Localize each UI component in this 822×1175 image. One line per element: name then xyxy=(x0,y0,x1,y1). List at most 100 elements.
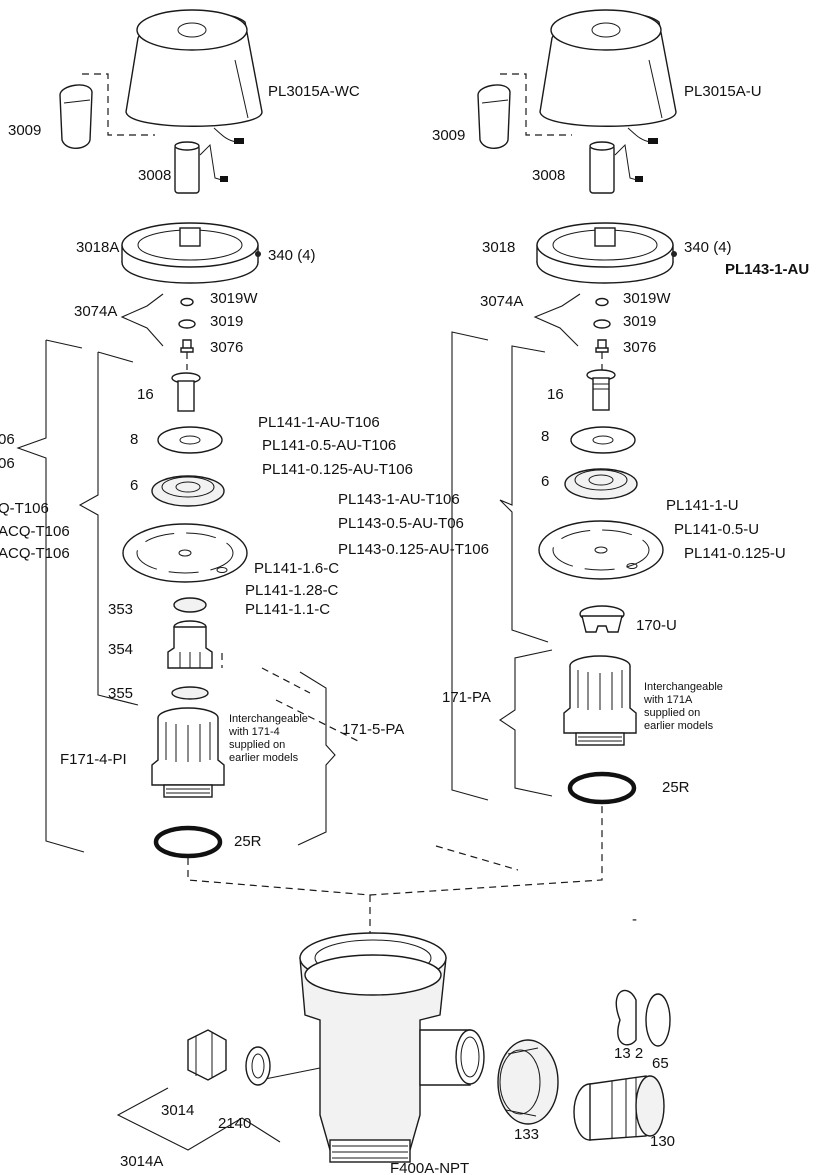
right-cover xyxy=(539,9,677,144)
right-oring xyxy=(567,771,637,805)
left-clipped-label-4: ACQ-T106 xyxy=(0,523,70,540)
body-dash-mark: - xyxy=(632,911,637,928)
flushometer-body xyxy=(259,932,485,1163)
plug-kit-label: 3014A xyxy=(120,1153,163,1170)
right-kit143-label-2: PL143-0.5-AU-T06 xyxy=(338,515,464,532)
plug-label: 3014 xyxy=(161,1102,194,1119)
right-note-line-4: earlier models xyxy=(644,720,714,732)
right-head-label: 3018 xyxy=(482,239,515,256)
right-handle-label: 3009 xyxy=(432,127,465,144)
stop-label: 130 xyxy=(650,1133,675,1150)
left-handle xyxy=(59,73,155,149)
right-kit143-label-3: PL143-0.125-AU-T106 xyxy=(338,541,489,558)
snap-ring xyxy=(615,989,637,1046)
left-oring xyxy=(153,825,223,859)
left-diaphragm xyxy=(122,523,248,583)
right-diaphragm-label-1: PL141-1-U xyxy=(666,497,739,514)
right-kit143-label-1: PL143-1-AU-T106 xyxy=(338,491,460,508)
right-seal-label: 3019 xyxy=(623,313,656,330)
left-handle-label: 3009 xyxy=(8,122,41,139)
left-assembly xyxy=(16,9,336,859)
left-guide xyxy=(151,707,225,798)
left-sleeve xyxy=(174,141,228,194)
left-seal-label: 3019 xyxy=(210,313,243,330)
left-inner-bracket xyxy=(78,351,139,706)
left-part-355 xyxy=(171,686,209,700)
left-part355-label: 355 xyxy=(108,685,133,702)
right-sleeve-label: 3008 xyxy=(532,167,565,184)
right-assembly xyxy=(451,9,677,805)
left-valve xyxy=(180,339,194,353)
left-part-353 xyxy=(173,597,207,613)
body-oring xyxy=(645,993,671,1047)
left-guide-bracket xyxy=(297,671,336,846)
left-ring8-label: 8 xyxy=(130,431,138,448)
right-ring-8 xyxy=(570,426,636,454)
right-head xyxy=(536,222,677,284)
right-handle xyxy=(477,73,572,149)
right-insert-label: 170-U xyxy=(636,617,677,634)
right-note-line-1: Interchangeable xyxy=(644,681,723,693)
plug-kit-bracket xyxy=(116,1087,281,1151)
left-note-line-4: earlier models xyxy=(229,752,299,764)
right-sleeve xyxy=(589,141,643,194)
left-clipped-label-3: Q-T106 xyxy=(0,500,49,517)
left-ring-6 xyxy=(151,475,225,507)
left-note-line-1: Interchangeable xyxy=(229,713,308,725)
left-diaphragm-label-3: PL141-1.1-C xyxy=(245,601,330,618)
left-diaphragm-label-2: PL141-1.28-C xyxy=(245,582,339,599)
right-ring8-label: 8 xyxy=(541,428,549,445)
left-sleeve-label: 3008 xyxy=(138,167,171,184)
right-screws-label: 340 (4) xyxy=(684,239,732,256)
right-diaphragm-label-2: PL141-0.5-U xyxy=(674,521,759,538)
left-part-354 xyxy=(167,620,213,669)
left-guide-label: F171-4-PI xyxy=(60,751,127,768)
right-kit-bold-label: PL143-1-AU xyxy=(725,261,809,278)
right-washer xyxy=(595,297,609,307)
left-cover-label: PL3015A-WC xyxy=(268,83,360,100)
right-kit141-label-3: PL141-0.125-AU-T106 xyxy=(262,461,413,478)
right-ring-6 xyxy=(564,468,638,500)
right-guide xyxy=(563,655,637,746)
left-part353-label: 353 xyxy=(108,601,133,618)
right-nut xyxy=(586,369,616,411)
left-guide-kit-label: 171-5-PA xyxy=(342,721,404,738)
left-seal xyxy=(178,319,196,329)
left-note-line-2: with 171-4 xyxy=(228,726,280,738)
right-note-line-3: supplied on xyxy=(644,707,700,719)
right-seal xyxy=(593,319,611,329)
left-outer-bracket xyxy=(16,340,85,853)
left-head xyxy=(121,222,261,284)
body-label: F400A-NPT xyxy=(390,1160,469,1175)
left-nut xyxy=(171,372,201,412)
left-ring-8 xyxy=(157,426,223,454)
right-inner-bracket xyxy=(499,345,549,643)
right-diaphragm xyxy=(538,520,664,580)
body-assembly xyxy=(116,932,671,1163)
left-nut-label: 16 xyxy=(137,386,154,403)
right-kit-bracket xyxy=(533,293,581,347)
assembly-dashed-lines xyxy=(186,352,603,945)
snap-ring-label: 13 2 xyxy=(614,1045,643,1062)
left-clipped-label-5: ACQ-T106 xyxy=(0,545,70,562)
left-kit-label: 3074A xyxy=(74,303,117,320)
left-valve-label: 3076 xyxy=(210,339,243,356)
left-clipped-label-1: 06 xyxy=(0,431,15,448)
left-kit-bracket xyxy=(120,293,164,347)
left-outer-bracket-top xyxy=(45,339,83,349)
left-oring-label: 25R xyxy=(234,833,262,850)
body-oring-label: 65 xyxy=(652,1055,669,1072)
left-screws-label: 340 (4) xyxy=(268,247,316,264)
right-valve-label: 3076 xyxy=(623,339,656,356)
right-cover-label: PL3015A-U xyxy=(684,83,762,100)
right-diaphragm-label-3: PL141-0.125-U xyxy=(684,545,786,562)
right-valve xyxy=(595,339,609,353)
stop xyxy=(573,1075,665,1141)
left-clipped-label-2: 06 xyxy=(0,455,15,472)
right-washer-label: 3019W xyxy=(623,290,671,307)
plug xyxy=(187,1029,227,1081)
right-guide-bracket xyxy=(499,649,553,797)
right-kit141-label-1: PL141-1-AU-T106 xyxy=(258,414,380,431)
coupling-label: 133 xyxy=(514,1126,539,1143)
coupling xyxy=(497,1039,559,1125)
